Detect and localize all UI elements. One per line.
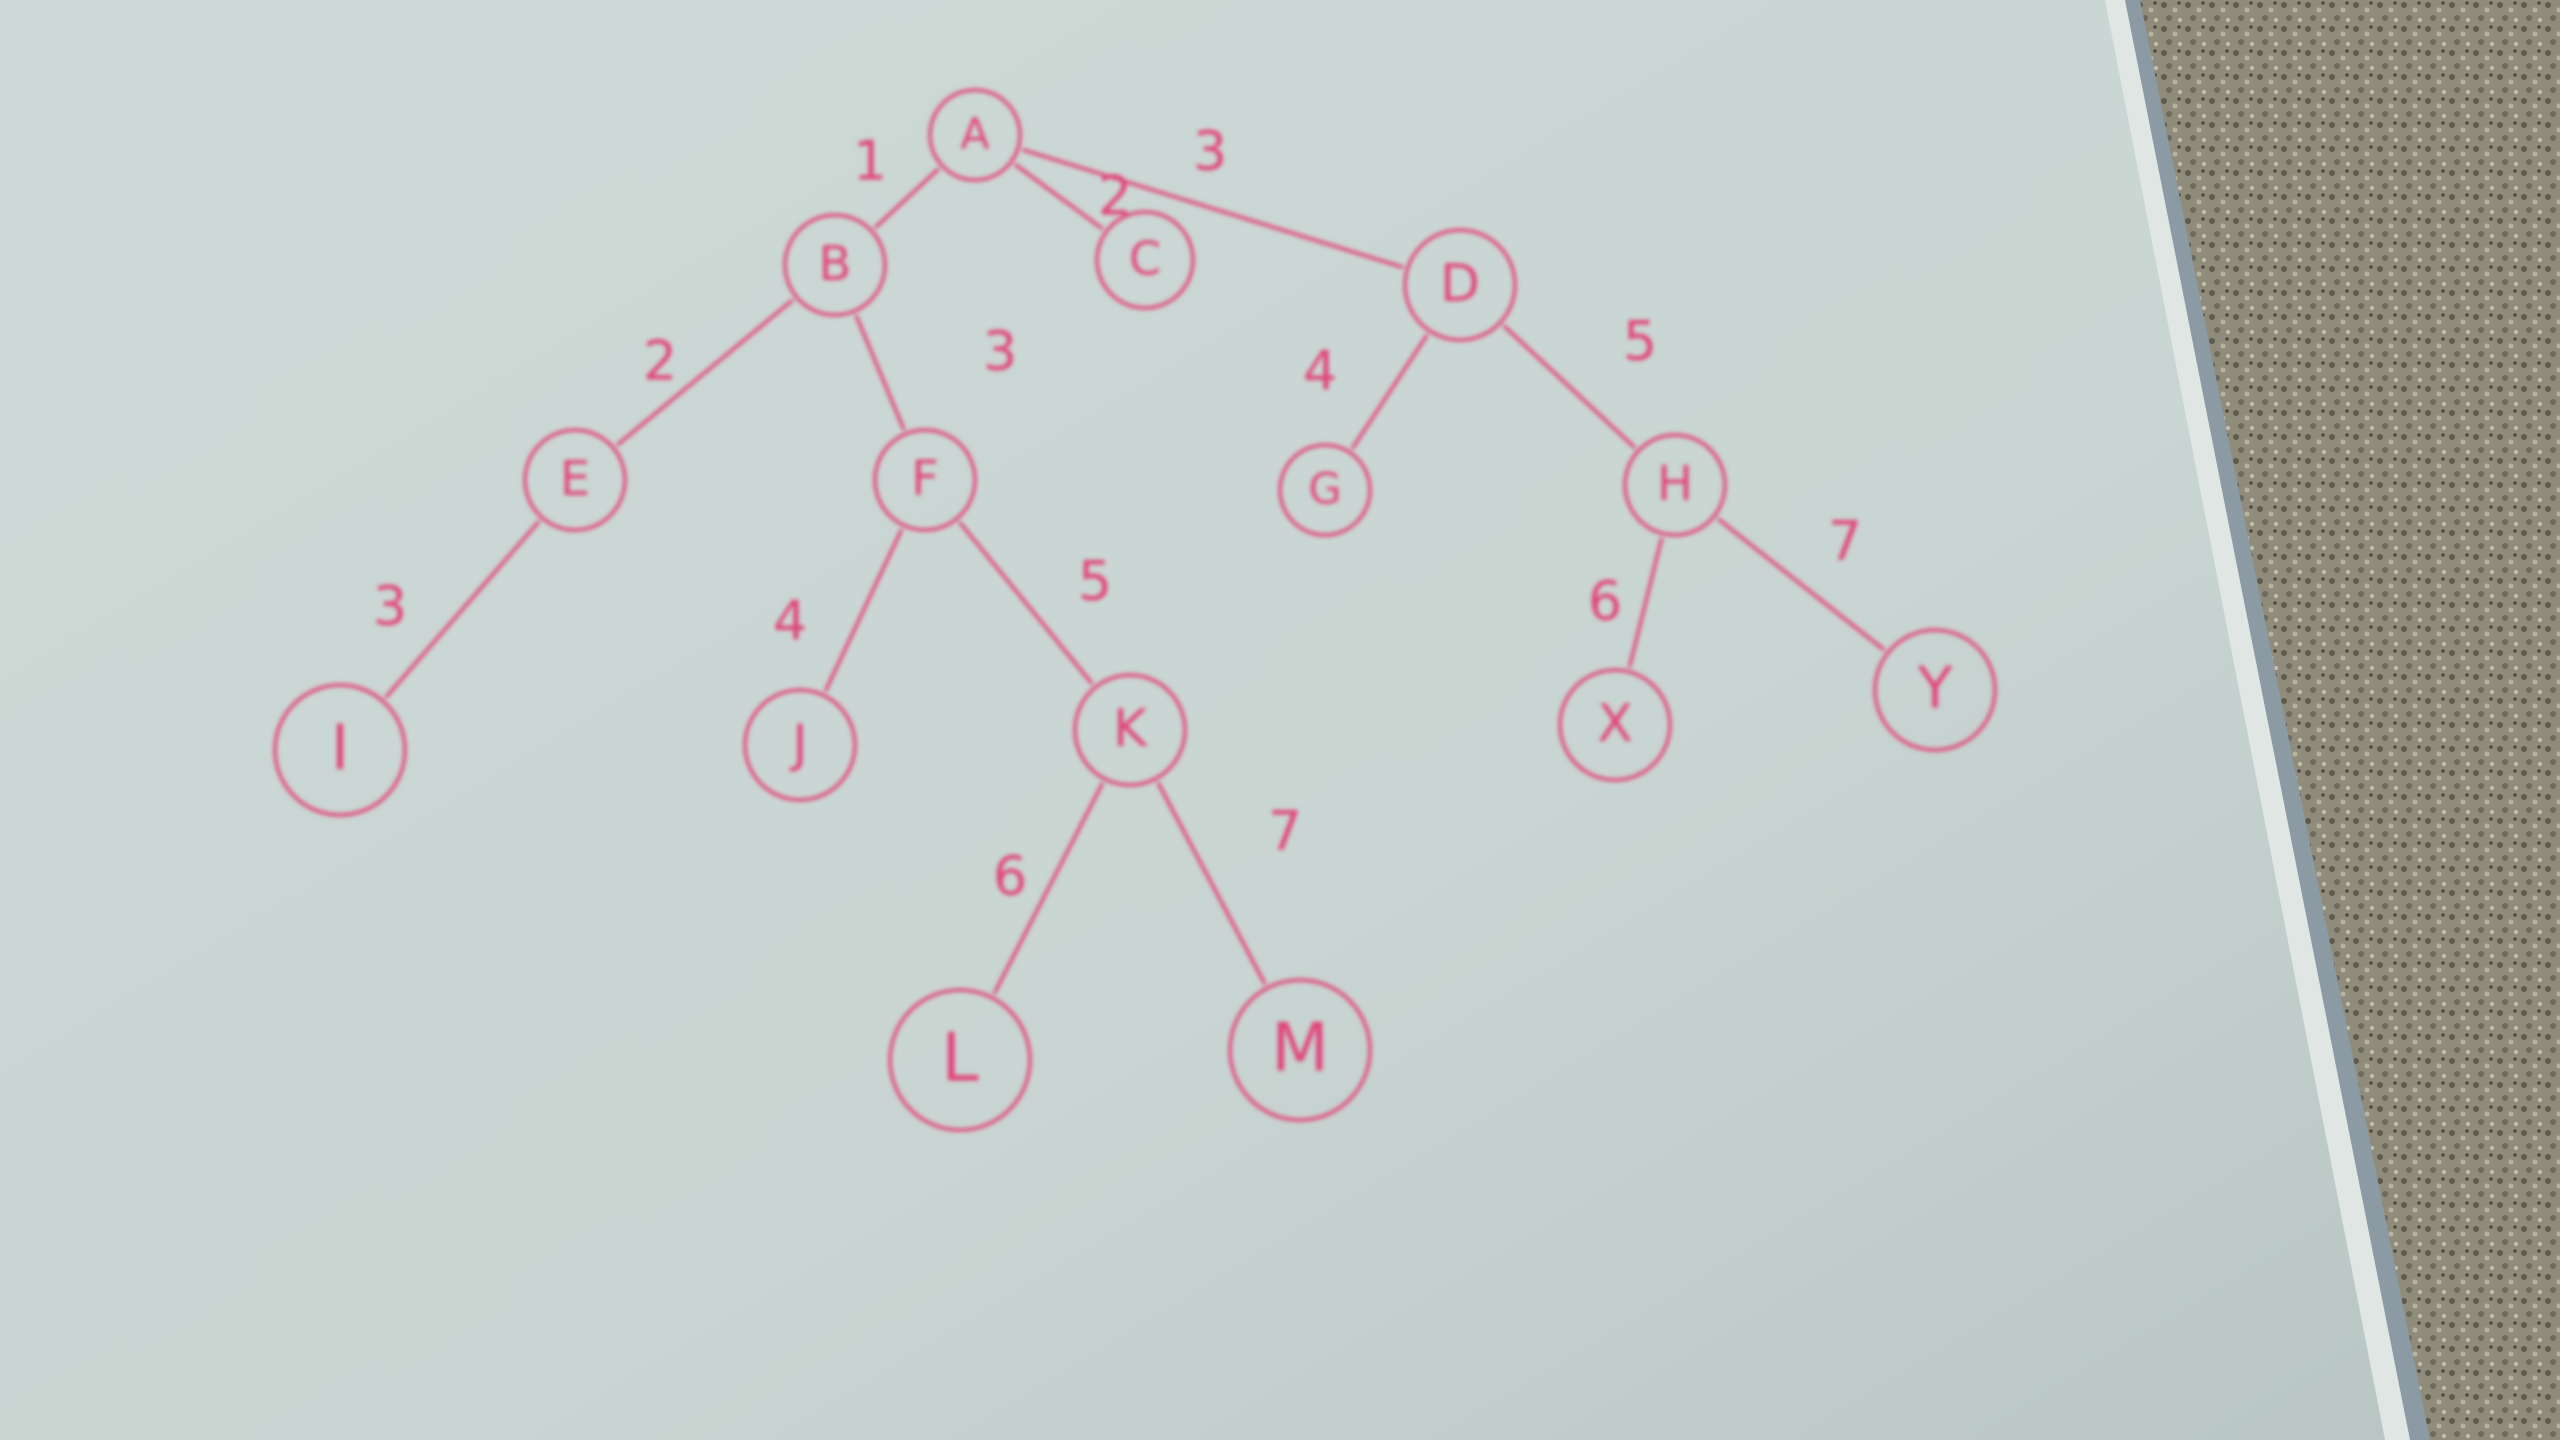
node-label: A xyxy=(960,110,990,160)
node-circle xyxy=(1278,443,1372,537)
node-label: G xyxy=(1308,465,1341,515)
node-circle xyxy=(743,688,857,802)
node-d: D xyxy=(1403,228,1517,342)
edge-weight-label: 4 xyxy=(773,590,807,653)
edge-weight-label: 7 xyxy=(1828,510,1862,573)
node-label: C xyxy=(1129,232,1161,286)
node-label: E xyxy=(560,451,590,507)
node-circle xyxy=(928,88,1022,182)
edge-weight-label: 3 xyxy=(983,320,1017,383)
edge-f-j xyxy=(824,528,903,692)
node-i: I xyxy=(273,683,407,817)
edge-a-b xyxy=(874,167,940,229)
node-circle xyxy=(523,428,627,532)
node-label: L xyxy=(941,1019,978,1097)
edge-k-l xyxy=(993,782,1104,995)
node-label: Y xyxy=(1917,656,1953,722)
node-label: I xyxy=(331,711,349,784)
edge-weight-label: 4 xyxy=(1303,340,1337,403)
node-circle xyxy=(1623,433,1727,537)
edge-a-c xyxy=(1014,163,1104,230)
node-circle xyxy=(1228,978,1372,1122)
node-m: M xyxy=(1228,978,1372,1122)
node-c: C xyxy=(1095,210,1195,310)
node-g: G xyxy=(1278,443,1372,537)
edge-f-k xyxy=(958,521,1094,685)
node-circle xyxy=(873,428,977,532)
edge-a-d xyxy=(1021,148,1404,269)
node-e: E xyxy=(523,428,627,532)
node-circle xyxy=(1073,673,1187,787)
node-circle xyxy=(1403,228,1517,342)
node-circle xyxy=(1095,210,1195,310)
node-circle xyxy=(1873,628,1997,752)
node-j: J xyxy=(743,688,857,802)
edge-weight-label: 6 xyxy=(1588,570,1622,633)
edge-weight-label: 5 xyxy=(1078,550,1112,613)
edge-weight-label: 5 xyxy=(1623,310,1657,373)
edge-e-i xyxy=(384,520,540,699)
edge-d-g xyxy=(1351,334,1429,450)
edge-weight-label: 3 xyxy=(373,575,407,638)
node-label: D xyxy=(1440,254,1480,314)
node-circle xyxy=(1558,668,1672,782)
node-label: B xyxy=(819,236,852,292)
edge-d-h xyxy=(1502,324,1636,449)
edge-weight-label: 1 xyxy=(853,130,887,193)
node-label: X xyxy=(1597,694,1633,754)
node-l: L xyxy=(888,988,1032,1132)
node-x: X xyxy=(1558,668,1672,782)
node-label: F xyxy=(911,451,939,507)
node-circle xyxy=(888,988,1032,1132)
edge-b-e xyxy=(616,298,794,447)
edge-weight-label: 6 xyxy=(993,845,1027,908)
edge-weight-label: 3 xyxy=(1193,120,1227,183)
node-label: M xyxy=(1271,1009,1329,1087)
edge-h-y xyxy=(1717,517,1885,651)
node-a: A xyxy=(928,88,1022,182)
edge-weight-label: 7 xyxy=(1268,800,1302,863)
node-label: K xyxy=(1113,699,1149,759)
node-k: K xyxy=(1073,673,1187,787)
node-b: B xyxy=(783,213,887,317)
edge-h-x xyxy=(1628,537,1664,668)
node-h: H xyxy=(1623,433,1727,537)
node-label: H xyxy=(1657,456,1693,512)
whiteboard-surface xyxy=(0,0,2385,1440)
edge-k-m xyxy=(1156,782,1267,985)
node-f: F xyxy=(873,428,977,532)
node-circle xyxy=(783,213,887,317)
node-y: Y xyxy=(1873,628,1997,752)
node-circle xyxy=(273,683,407,817)
edge-weight-label: 2 xyxy=(643,330,677,393)
edge-b-f xyxy=(854,314,906,431)
node-label: J xyxy=(789,714,807,774)
